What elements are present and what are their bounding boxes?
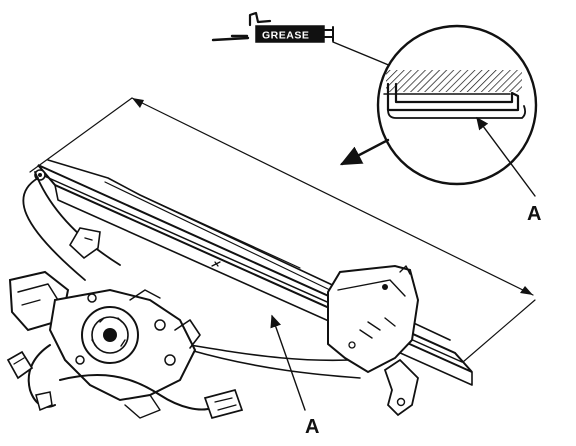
label-a-main: A [305, 416, 319, 438]
lower-bracket [68, 227, 101, 260]
grease-tube-icon [211, 11, 334, 43]
wiring-harness [6, 344, 244, 420]
dimension-line [29, 97, 536, 363]
detail-pointer-arrow [339, 138, 390, 166]
carrier-plate [327, 264, 420, 374]
main-leader-a [270, 314, 306, 411]
motor-assembly [8, 270, 201, 419]
detail-circle [376, 24, 538, 186]
label-a-detail: A [527, 203, 541, 225]
detail-leader-a [476, 116, 536, 197]
lower-right-bracket [383, 358, 419, 417]
grease-label: GREASE [262, 30, 309, 42]
